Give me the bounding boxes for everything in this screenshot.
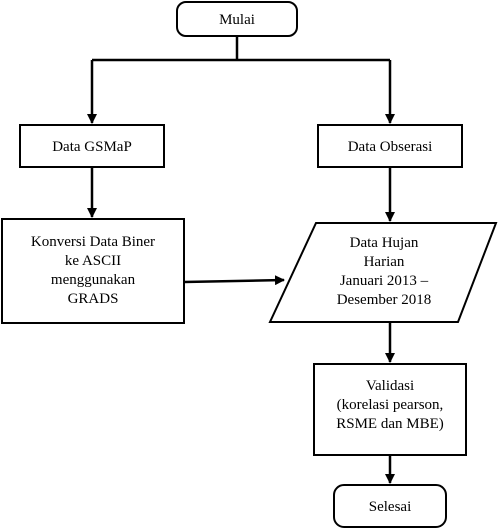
- end-terminator: Selesai: [333, 484, 447, 528]
- observasi-process-box: Data Obserasi: [317, 124, 463, 168]
- end-label: Selesai: [369, 499, 412, 515]
- validasi-line-2: (korelasi pearson,: [337, 397, 444, 413]
- validasi-line-3: RSME dan MBE): [336, 416, 444, 432]
- konversi-process-box: Konversi Data Biner ke ASCII menggunakan…: [1, 218, 185, 324]
- hujan-line-2: Harian: [364, 254, 405, 270]
- start-label: Mulai: [219, 12, 255, 28]
- konversi-line-3: menggunakan: [51, 272, 136, 288]
- konversi-line-1: Konversi Data Biner: [31, 234, 155, 250]
- konversi-line-2: ke ASCII: [65, 253, 121, 269]
- observasi-label: Data Obserasi: [348, 139, 433, 155]
- gsmap-label: Data GSMaP: [52, 139, 132, 155]
- validasi-line-1: Validasi: [366, 378, 414, 394]
- start-terminator: Mulai: [176, 1, 298, 37]
- validasi-process-box: Validasi (korelasi pearson, RSME dan MBE…: [313, 363, 467, 456]
- connectors: [87, 36, 395, 484]
- hujan-line-3: Januari 2013 –: [340, 273, 429, 289]
- gsmap-process-box: Data GSMaP: [19, 124, 165, 168]
- arrow-konversi-to-hujan: [183, 275, 285, 286]
- hujan-data-parallelogram: Data Hujan Harian Januari 2013 – Desembe…: [268, 222, 498, 323]
- konversi-line-4: GRADS: [68, 291, 119, 307]
- hujan-line-4: Desember 2018: [337, 292, 432, 308]
- hujan-line-1: Data Hujan: [350, 235, 419, 251]
